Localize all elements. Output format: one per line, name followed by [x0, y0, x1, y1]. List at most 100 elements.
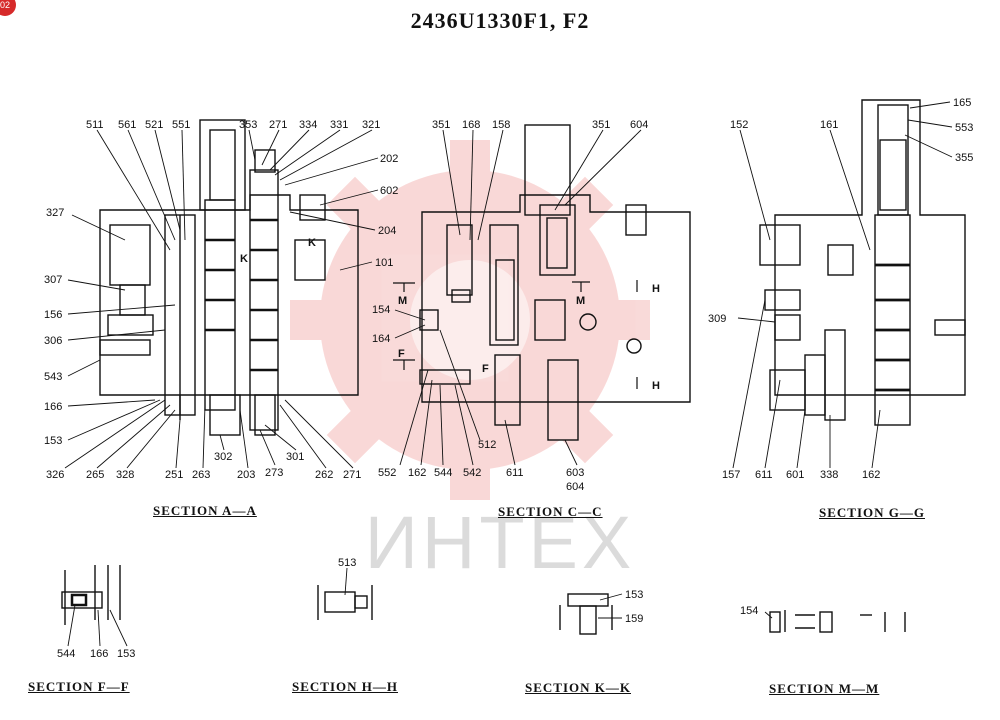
- callout-351-left: 351: [432, 119, 450, 131]
- callout-164: 164: [372, 333, 390, 345]
- callout-602: 602: [380, 185, 398, 197]
- callout-kk-159: 159: [625, 613, 643, 625]
- callout-328: 328: [116, 469, 134, 481]
- section-label-cc: SECTION C—C: [498, 504, 603, 519]
- callout-273: 273: [265, 467, 283, 479]
- cut-mark-m-left: M: [398, 295, 407, 307]
- callout-601: 601: [786, 469, 804, 481]
- callout-334: 334: [299, 119, 317, 131]
- cut-marks: K K M M F F H H: [240, 237, 660, 392]
- leaders-cc: [394, 129, 642, 466]
- callout-156: 156: [44, 309, 62, 321]
- callout-hh-513: 513: [338, 557, 356, 569]
- callout-ff-153: 153: [117, 648, 135, 660]
- callout-553: 553: [955, 122, 973, 134]
- callout-263: 263: [192, 469, 210, 481]
- section-ff-drawing: [61, 565, 121, 625]
- section-kk-drawing: [559, 593, 613, 635]
- callouts-gg: 152 161 165 553 355 309 157 611 601 338 …: [708, 97, 973, 481]
- section-mm-drawing: [769, 610, 906, 633]
- callout-551: 551: [172, 119, 190, 131]
- callout-544: 544: [434, 467, 452, 479]
- callout-262: 262: [315, 469, 333, 481]
- callout-271-bottom: 271: [343, 469, 361, 481]
- leaders-small: [67, 567, 773, 647]
- section-cc-drawing: [419, 124, 691, 441]
- callout-161: 161: [820, 119, 838, 131]
- callout-168: 168: [462, 119, 480, 131]
- callout-204: 204: [378, 225, 396, 237]
- callout-ff-544: 544: [57, 648, 75, 660]
- leaders-gg: [732, 101, 953, 469]
- callout-327: 327: [46, 207, 64, 219]
- watermark-text: ИНТЕХ: [364, 501, 636, 584]
- section-label-hh: SECTION H—H: [292, 679, 398, 694]
- callout-309: 309: [708, 313, 726, 325]
- callouts-cc: 351 168 158 351 604 154 164 552 162 544 …: [372, 119, 648, 493]
- callout-162: 162: [408, 467, 426, 479]
- callout-552: 552: [378, 467, 396, 479]
- callout-ff-166: 166: [90, 648, 108, 660]
- section-label-aa: SECTION A—A: [153, 503, 257, 518]
- callout-165: 165: [953, 97, 971, 109]
- callout-kk-153: 153: [625, 589, 643, 601]
- cut-mark-k-left: K: [240, 253, 248, 265]
- cut-mark-lines: [393, 280, 638, 389]
- callout-203: 203: [237, 469, 255, 481]
- section-label-mm: SECTION M—M: [769, 681, 880, 696]
- callout-321: 321: [362, 119, 380, 131]
- callout-521: 521: [145, 119, 163, 131]
- section-aa-drawing: [99, 119, 359, 436]
- callout-162: 162: [862, 469, 880, 481]
- callout-152: 152: [730, 119, 748, 131]
- cut-mark-f-right: F: [482, 363, 489, 375]
- section-label-kk: SECTION K—K: [525, 680, 631, 695]
- page-badge: 02: [0, 0, 16, 16]
- callout-153: 153: [44, 435, 62, 447]
- callout-157: 157: [722, 469, 740, 481]
- callout-331: 331: [330, 119, 348, 131]
- section-label-ff: SECTION F—F: [28, 679, 130, 694]
- callout-202: 202: [380, 153, 398, 165]
- section-hh-drawing: [317, 585, 373, 620]
- callout-355: 355: [955, 152, 973, 164]
- callout-101: 101: [375, 257, 393, 269]
- callout-307: 307: [44, 274, 62, 286]
- drawing-title: 2436U1330F1, F2: [410, 8, 590, 33]
- callout-603: 603: [566, 467, 584, 479]
- callouts-small: 544 166 153 513 153 159 154: [57, 557, 758, 660]
- callout-158: 158: [492, 119, 510, 131]
- callout-265: 265: [86, 469, 104, 481]
- callout-604-top: 604: [630, 119, 648, 131]
- callout-351-right: 351: [592, 119, 610, 131]
- cut-mark-f-left: F: [398, 348, 405, 360]
- callout-338: 338: [820, 469, 838, 481]
- callout-326: 326: [46, 469, 64, 481]
- callout-301: 301: [286, 451, 304, 463]
- cut-mark-m-right: M: [576, 295, 585, 307]
- callouts-aa: 511 561 521 551 353 271 334 331 321 202 …: [44, 119, 398, 481]
- cut-mark-h-top: H: [652, 283, 660, 295]
- callout-611: 611: [506, 467, 524, 479]
- cut-mark-k-right: K: [308, 237, 316, 249]
- callout-251: 251: [165, 469, 183, 481]
- callout-306: 306: [44, 335, 62, 347]
- cut-mark-h-bottom: H: [652, 380, 660, 392]
- section-gg-drawing: [759, 99, 966, 426]
- callout-543: 543: [44, 371, 62, 383]
- callout-302: 302: [214, 451, 232, 463]
- callout-271: 271: [269, 119, 287, 131]
- callout-604-bottom: 604: [566, 481, 584, 493]
- section-label-gg: SECTION G—G: [819, 505, 925, 520]
- callout-mm-154: 154: [740, 605, 758, 617]
- callout-611: 611: [755, 469, 773, 481]
- callout-561: 561: [118, 119, 136, 131]
- callout-353: 353: [239, 119, 257, 131]
- callout-542: 542: [463, 467, 481, 479]
- leaders-aa: [64, 129, 379, 469]
- callout-512: 512: [478, 439, 496, 451]
- callout-166: 166: [44, 401, 62, 413]
